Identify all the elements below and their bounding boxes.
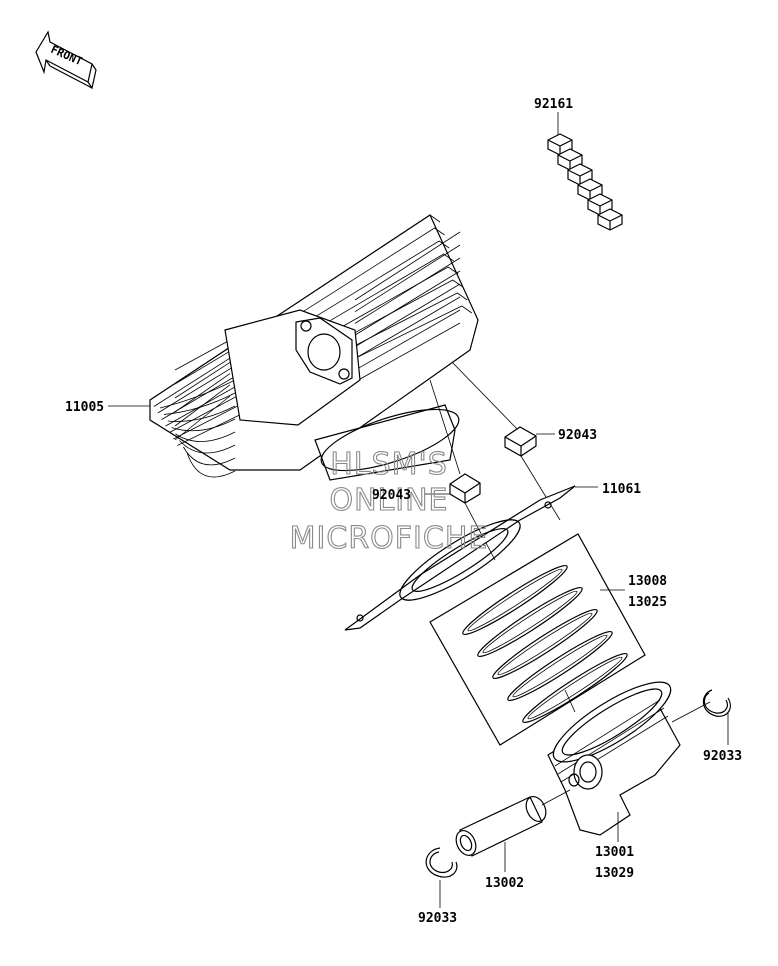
- part-label-11005: 11005: [65, 400, 104, 415]
- part-label-13029: 13029: [595, 866, 634, 881]
- circlip-92033-left-icon: [425, 847, 458, 878]
- piston-ring-icon: [507, 630, 613, 702]
- piston-ring-icon: [462, 564, 568, 636]
- watermark-line-1: HLSM'S: [330, 447, 448, 482]
- nut-icon: [587, 193, 613, 216]
- nut-icon: [577, 178, 603, 201]
- cylinder-11005-drawing: [149, 214, 521, 481]
- piston-pin-13002-drawing: [455, 789, 571, 857]
- watermark: HLSM'S ONLINE MICROFICHE: [289, 446, 489, 556]
- dowel-92043-upper-icon: [504, 426, 561, 521]
- leader-lines: [108, 405, 729, 908]
- piston-ring-icon: [477, 586, 583, 658]
- part-label-92043-upper: 92043: [558, 428, 597, 443]
- part-label-11061: 11061: [602, 482, 641, 497]
- nut-icon: [597, 208, 623, 231]
- piston-ring-icon: [492, 608, 598, 680]
- piston-13001-drawing: [547, 681, 681, 836]
- nut-icon: [557, 148, 583, 171]
- part-label-92161: 92161: [534, 97, 573, 112]
- part-label-92033-right: 92033: [703, 749, 742, 764]
- part-label-13008: 13008: [628, 574, 667, 589]
- part-label-13025: 13025: [628, 595, 667, 610]
- part-label-13001: 13001: [595, 845, 634, 860]
- part-label-92043-lower: 92043: [372, 488, 411, 503]
- circlip-92033-right-icon: [671, 689, 731, 723]
- part-label-92033-left: 92033: [418, 911, 457, 926]
- front-arrow-icon: FRONT: [35, 30, 97, 90]
- piston-ring-set-13008-drawing: [429, 533, 646, 746]
- gasket-11061-drawing: [344, 485, 576, 631]
- piston-ring-icon: [522, 652, 628, 724]
- nuts-92161-drawing: [547, 112, 623, 231]
- part-label-13002: 13002: [485, 876, 524, 891]
- watermark-line-2: ONLINE: [329, 483, 448, 518]
- watermark-line-3: MICROFICHE: [290, 521, 489, 556]
